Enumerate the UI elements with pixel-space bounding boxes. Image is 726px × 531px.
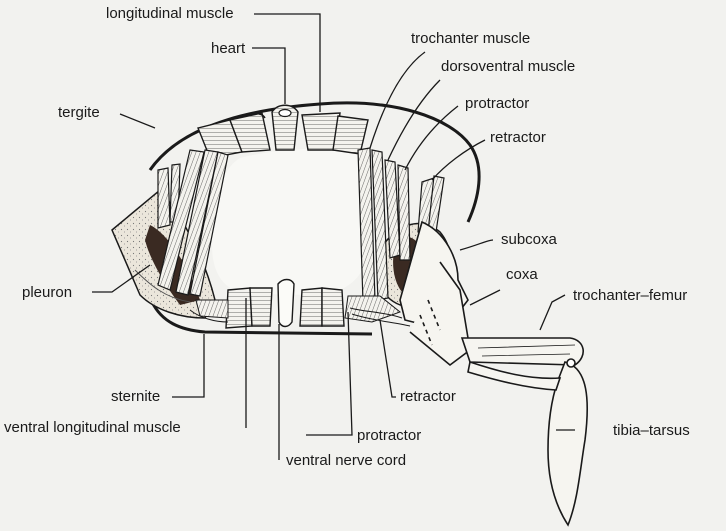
leg-drawing bbox=[400, 222, 587, 525]
label-sternite: sternite bbox=[111, 388, 160, 406]
label-subcoxa: subcoxa bbox=[501, 231, 557, 249]
label-trochanter-femur: trochanter–femur bbox=[573, 287, 687, 305]
label-protractor-upper: protractor bbox=[465, 95, 529, 113]
label-pleuron: pleuron bbox=[22, 284, 72, 302]
heart-drawing bbox=[272, 105, 298, 150]
label-dorsoventral-muscle: dorsoventral muscle bbox=[441, 58, 575, 76]
label-protractor-lower: protractor bbox=[357, 427, 421, 445]
label-ventral-nerve-cord: ventral nerve cord bbox=[286, 452, 406, 470]
label-longitudinal-muscle: longitudinal muscle bbox=[106, 5, 234, 23]
label-coxa: coxa bbox=[506, 266, 538, 284]
body-cavity bbox=[212, 148, 370, 295]
label-tibia-tarsus: tibia–tarsus bbox=[613, 422, 690, 440]
label-ventral-longitudinal-muscle: ventral longitudinal muscle bbox=[4, 419, 181, 437]
ventral-nerve-cord-drawing bbox=[278, 280, 294, 327]
label-tergite: tergite bbox=[58, 104, 100, 122]
label-retractor-lower: retractor bbox=[400, 388, 456, 406]
label-retractor-upper: retractor bbox=[490, 129, 546, 147]
label-trochanter-muscle: trochanter muscle bbox=[411, 30, 530, 48]
label-heart: heart bbox=[211, 40, 245, 58]
